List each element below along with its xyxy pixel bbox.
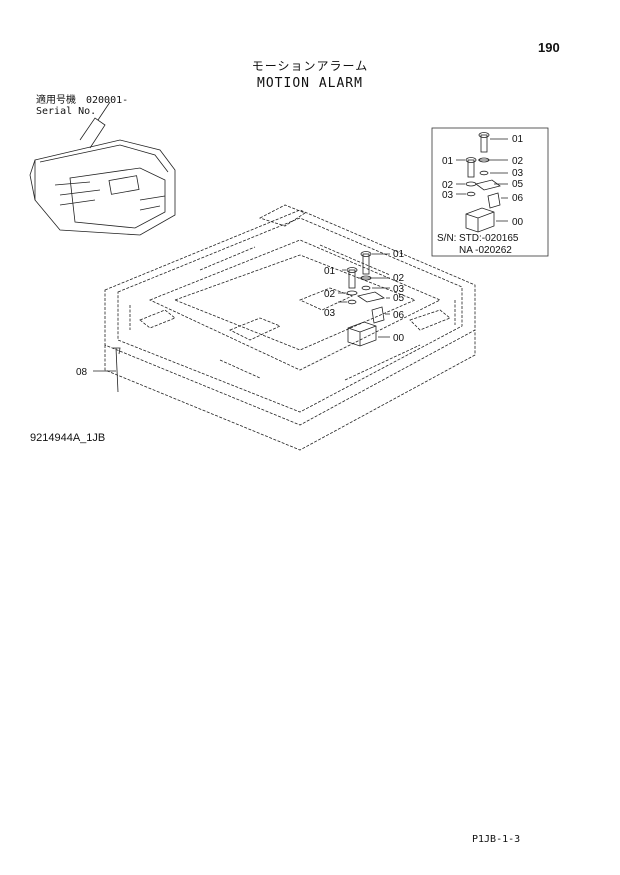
serial-label-en: Serial No.	[36, 106, 97, 117]
inset-sn-label: S/N:	[437, 233, 456, 244]
main-label-01a: 01	[393, 249, 405, 260]
page-number: 190	[538, 40, 560, 55]
main-label-01b: 01	[324, 266, 336, 277]
page-title: MOTION ALARM	[257, 76, 363, 91]
main-label-03a: 03	[393, 284, 405, 295]
serial-block: 適用号機 020001- Serial No.	[36, 95, 128, 117]
inset-sn-na: NA -020262	[459, 245, 512, 256]
main-label-06: 06	[393, 310, 405, 321]
inset-label-00: 00	[512, 217, 524, 228]
main-labels: 01 01 02 02 03 03 05 06 00 08	[76, 249, 405, 378]
title-japanese: モーションアラーム	[251, 59, 369, 73]
inset-label-01b: 01	[442, 156, 454, 167]
inset-label-03b: 03	[442, 190, 454, 201]
main-label-02a: 02	[393, 273, 405, 284]
inset-label-03a: 03	[512, 168, 524, 179]
inset-sn-std: STD:-020165	[459, 233, 519, 244]
drawing-number: 9214944A_1JB	[30, 432, 106, 444]
main-label-03b: 03	[324, 308, 336, 319]
inset-frame	[431, 127, 549, 257]
inset-label-02b: 02	[442, 180, 454, 191]
inset-label-05: 05	[512, 179, 524, 190]
inset-parts	[456, 132, 508, 233]
serial-label-jp: 適用号機	[36, 95, 76, 106]
inset-label-06: 06	[512, 193, 524, 204]
serial-value: 020001-	[86, 95, 129, 106]
main-parts	[93, 251, 390, 393]
main-label-02b: 02	[324, 289, 336, 300]
inset-label-02a: 02	[512, 156, 524, 167]
main-label-08: 08	[76, 367, 88, 378]
frame-illustration	[104, 204, 476, 451]
main-label-00: 00	[393, 333, 405, 344]
footer-code: P1JB-1-3	[472, 834, 521, 845]
inset-labels: 01 01 02 02 03 03 05 06 00 S/N: STD:-020…	[437, 134, 524, 256]
inset-label-01a: 01	[512, 134, 524, 145]
machine-overview-illustration	[29, 101, 176, 236]
main-label-05: 05	[393, 293, 405, 304]
